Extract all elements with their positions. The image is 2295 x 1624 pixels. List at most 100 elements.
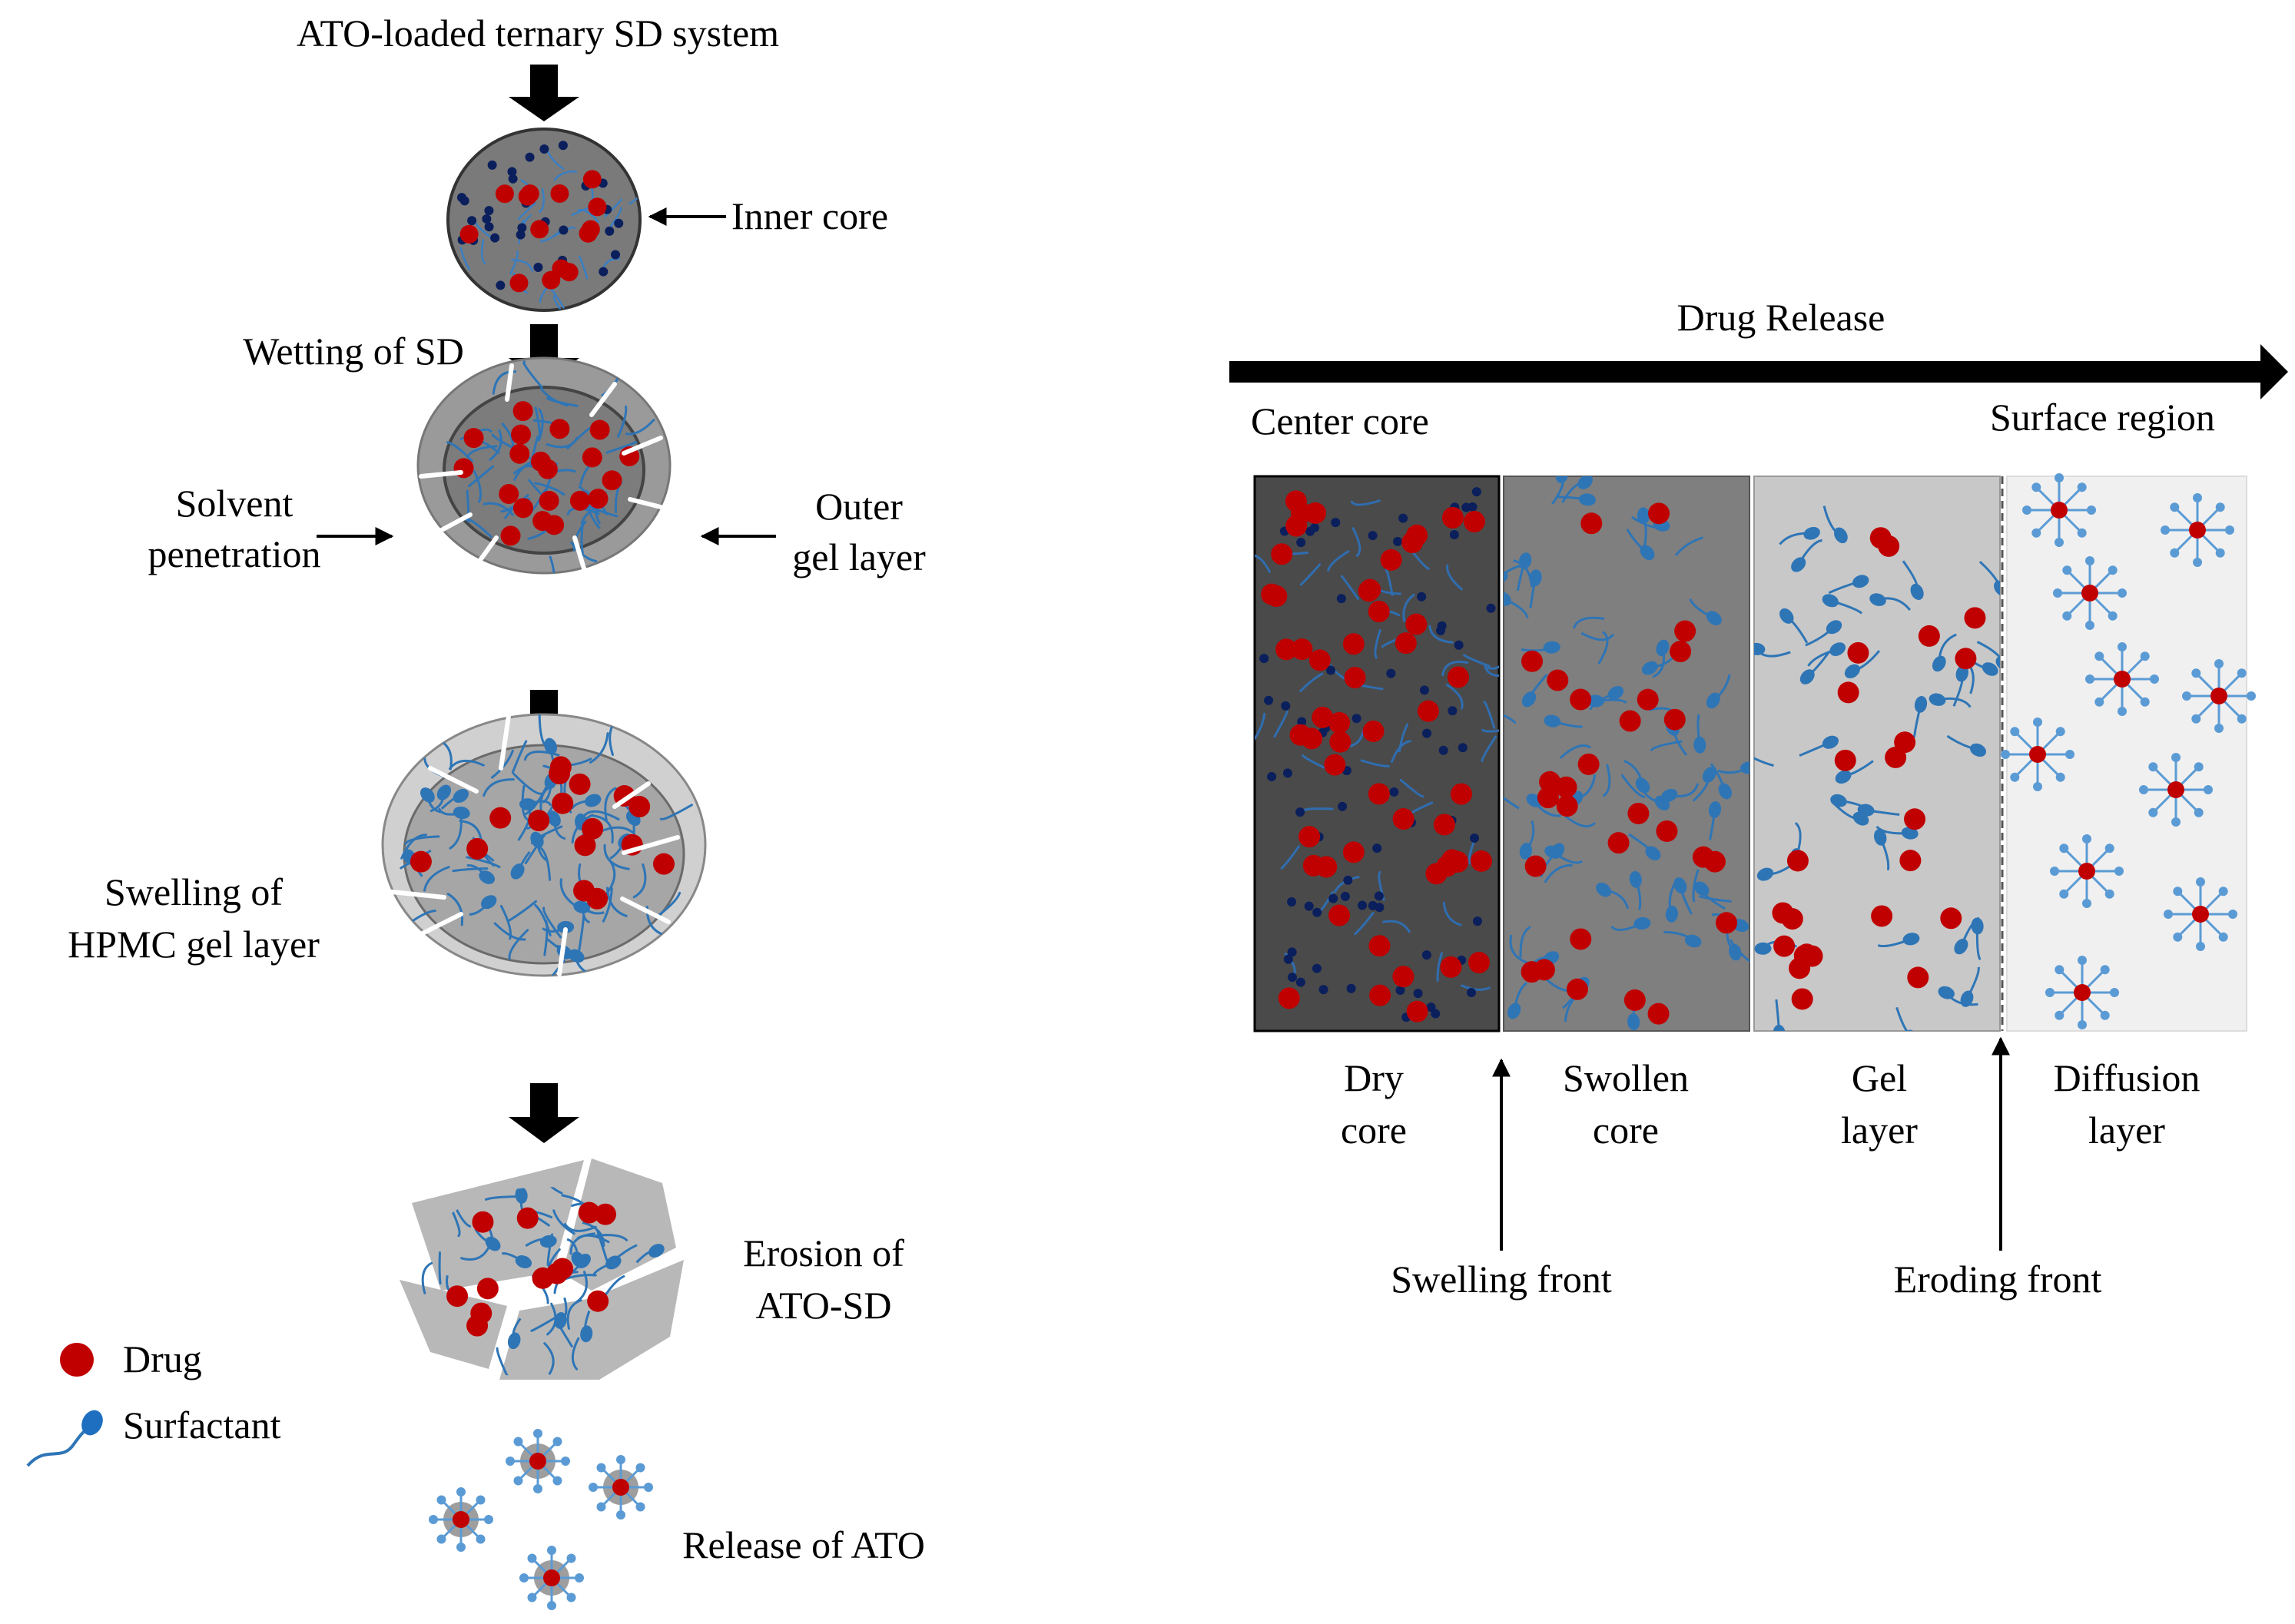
- navy-dot: [611, 250, 621, 260]
- polymer-fiber: [489, 429, 502, 461]
- surfactant-head: [1754, 942, 1772, 955]
- micelle-head: [2171, 817, 2181, 827]
- polymer-fiber: [587, 504, 619, 518]
- micelle-drug-core: [2114, 671, 2131, 688]
- drug-particle: [511, 424, 532, 445]
- drug-particle: [652, 853, 675, 875]
- surfactant-head: [1803, 526, 1820, 540]
- surfactant-head: [1507, 1003, 1521, 1019]
- micelle-drug-core: [2210, 688, 2227, 704]
- polymer-fiber: [1580, 632, 1614, 641]
- polymer-fiber: [529, 435, 539, 468]
- drug-particle: [472, 1211, 494, 1233]
- drug-particle: [546, 1262, 569, 1284]
- micelle-head: [2010, 727, 2020, 737]
- micelle-head: [566, 1593, 576, 1602]
- polymer-fiber: [1442, 901, 1462, 926]
- micelle-head: [2148, 807, 2158, 817]
- polymer-fiber: [512, 772, 542, 795]
- surfactant-head: [1729, 943, 1742, 961]
- polymer-fiber: [1303, 807, 1334, 811]
- release-label: Release of ATO: [682, 1523, 925, 1566]
- polymer-fiber: [1351, 527, 1361, 557]
- navy-dot: [1346, 983, 1356, 993]
- navy-dot: [1375, 903, 1385, 913]
- drug-particle: [1369, 984, 1391, 1006]
- polymer-fiber: [1354, 912, 1375, 936]
- polymer-fiber: [1504, 714, 1517, 724]
- surfactant-head: [479, 870, 496, 884]
- drug-particle: [1907, 966, 1929, 989]
- surfactant-head: [515, 1255, 532, 1268]
- micelle-head: [2150, 674, 2159, 684]
- drug-particle: [1392, 966, 1414, 988]
- polymer-fiber: [1255, 554, 1271, 573]
- polymer-fiber: [570, 541, 598, 563]
- navy-dot: [1287, 897, 1297, 907]
- micelle-head: [2022, 505, 2031, 515]
- polymer-fiber: [1374, 629, 1381, 659]
- navy-dot: [1295, 977, 1305, 987]
- drug-particle: [1555, 776, 1577, 798]
- drug-particle: [1417, 700, 1439, 722]
- process-arrow-4: [509, 1083, 579, 1143]
- micelle-head: [456, 1487, 466, 1496]
- polymer-fiber: [1597, 631, 1609, 665]
- micelle-head: [2055, 727, 2065, 737]
- drug-particle: [1964, 607, 1986, 629]
- micelle-drug-core: [453, 1511, 469, 1528]
- navy-dot: [517, 223, 527, 233]
- micelle-head: [575, 1573, 584, 1583]
- polymer-fiber: [500, 494, 529, 513]
- surfactant-head: [1519, 842, 1533, 860]
- micelle-head: [2118, 588, 2127, 598]
- surfactant-head: [1791, 557, 1806, 572]
- drug-particle: [1380, 549, 1402, 571]
- surfactant-head: [568, 949, 585, 963]
- drug-particle: [1298, 826, 1321, 848]
- drug-particle: [537, 459, 558, 479]
- drug-particle: [1275, 638, 1298, 661]
- micelle-head: [616, 1510, 625, 1520]
- polymer-fiber: [563, 1223, 597, 1232]
- polymer-fiber: [1445, 684, 1464, 710]
- micelle-head: [2094, 697, 2104, 707]
- drug-particle: [559, 263, 579, 282]
- surfactant-head: [1914, 695, 1928, 713]
- drug-particle: [512, 498, 533, 519]
- micelle-head: [589, 1483, 598, 1492]
- polymer-fiber: [1436, 952, 1443, 982]
- micelle-head: [2082, 834, 2091, 843]
- navy-dot: [525, 152, 535, 162]
- left-panel: ATO-loaded ternary SD system Inner core …: [26, 12, 926, 1610]
- drug-particle: [1955, 648, 1977, 670]
- drug-particle: [1447, 850, 1469, 873]
- drug-particle: [1556, 795, 1578, 817]
- polymer-fiber: [1519, 926, 1531, 958]
- polymer-fiber: [490, 749, 514, 779]
- drug-particle: [1312, 706, 1334, 728]
- polymer-fiber: [579, 255, 589, 280]
- polymer-fiber: [1481, 735, 1497, 762]
- navy-dot: [1419, 685, 1429, 695]
- solvent-penetration-line1: Solvent: [176, 482, 294, 525]
- micelle-head: [2031, 482, 2041, 492]
- drug-particle: [1342, 841, 1365, 863]
- polymer-fiber: [1302, 754, 1328, 771]
- polymer-fiber: [602, 887, 613, 923]
- drug-particle: [520, 184, 539, 204]
- swelling-label-line2: HPMC gel layer: [68, 923, 320, 966]
- micelle-head: [2104, 843, 2114, 853]
- polymer-fiber: [1382, 920, 1411, 933]
- surfactant-tail: [1978, 561, 2000, 589]
- surfactant-head: [420, 787, 435, 803]
- surfactant-head: [1706, 692, 1720, 709]
- drug-particle: [582, 447, 602, 468]
- navy-dot: [1297, 717, 1307, 727]
- surfactant-head: [1754, 642, 1766, 655]
- micelle-head: [2214, 659, 2224, 668]
- polymer-fiber: [539, 846, 552, 881]
- navy-dot: [490, 233, 500, 243]
- micelle-head: [2148, 762, 2158, 772]
- polymer-fiber: [590, 814, 614, 843]
